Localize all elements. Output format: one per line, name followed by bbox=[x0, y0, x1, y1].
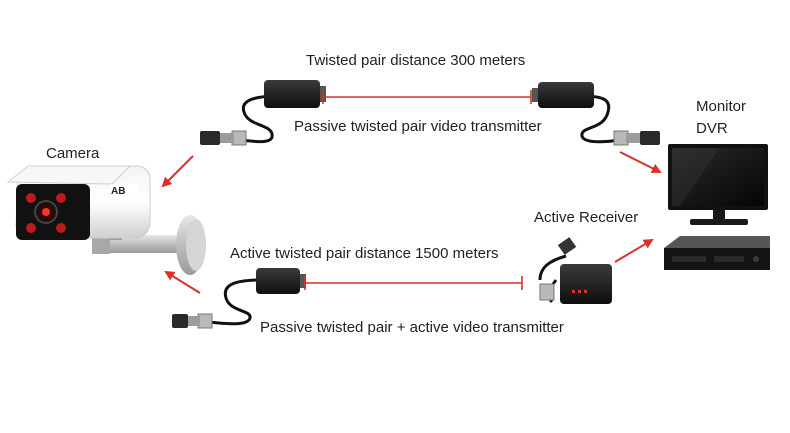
arrow-receiver-to-dvr bbox=[614, 238, 654, 263]
arrow-transmitter-to-camera bbox=[161, 155, 194, 188]
passive-distance-bar bbox=[322, 90, 532, 104]
active-distance-label: Active twisted pair distance 1500 meters bbox=[230, 245, 499, 262]
passive-transmitter-device bbox=[200, 80, 326, 146]
arrow-to-monitor bbox=[619, 151, 662, 173]
passive-transmitter-label: Passive twisted pair video transmitter bbox=[294, 118, 542, 135]
monitor-screen bbox=[672, 148, 764, 206]
transmitter-box bbox=[264, 80, 320, 108]
monitor-illustration bbox=[668, 144, 768, 225]
active-receiver-device bbox=[538, 237, 612, 304]
receiver-box bbox=[538, 82, 594, 108]
camera-illustration: AB bbox=[6, 165, 206, 275]
arrow-active-to-camera bbox=[164, 270, 201, 294]
camera-logo: AB bbox=[111, 186, 125, 197]
active-transmitter-box bbox=[256, 268, 300, 294]
dvr-label: DVR bbox=[696, 120, 728, 137]
camera-label: Camera bbox=[46, 145, 100, 162]
dvr-illustration bbox=[664, 236, 770, 270]
monitor-label: Monitor bbox=[696, 98, 747, 115]
active-receiver-box bbox=[560, 264, 612, 304]
active-receiver-label: Active Receiver bbox=[534, 209, 639, 226]
active-distance-bar bbox=[304, 276, 523, 290]
passive-distance-label: Twisted pair distance 300 meters bbox=[306, 52, 526, 69]
active-transmitter-label: Passive twisted pair + active video tran… bbox=[260, 319, 564, 336]
active-transmitter-device bbox=[172, 268, 306, 329]
passive-receiver-device bbox=[532, 82, 660, 146]
